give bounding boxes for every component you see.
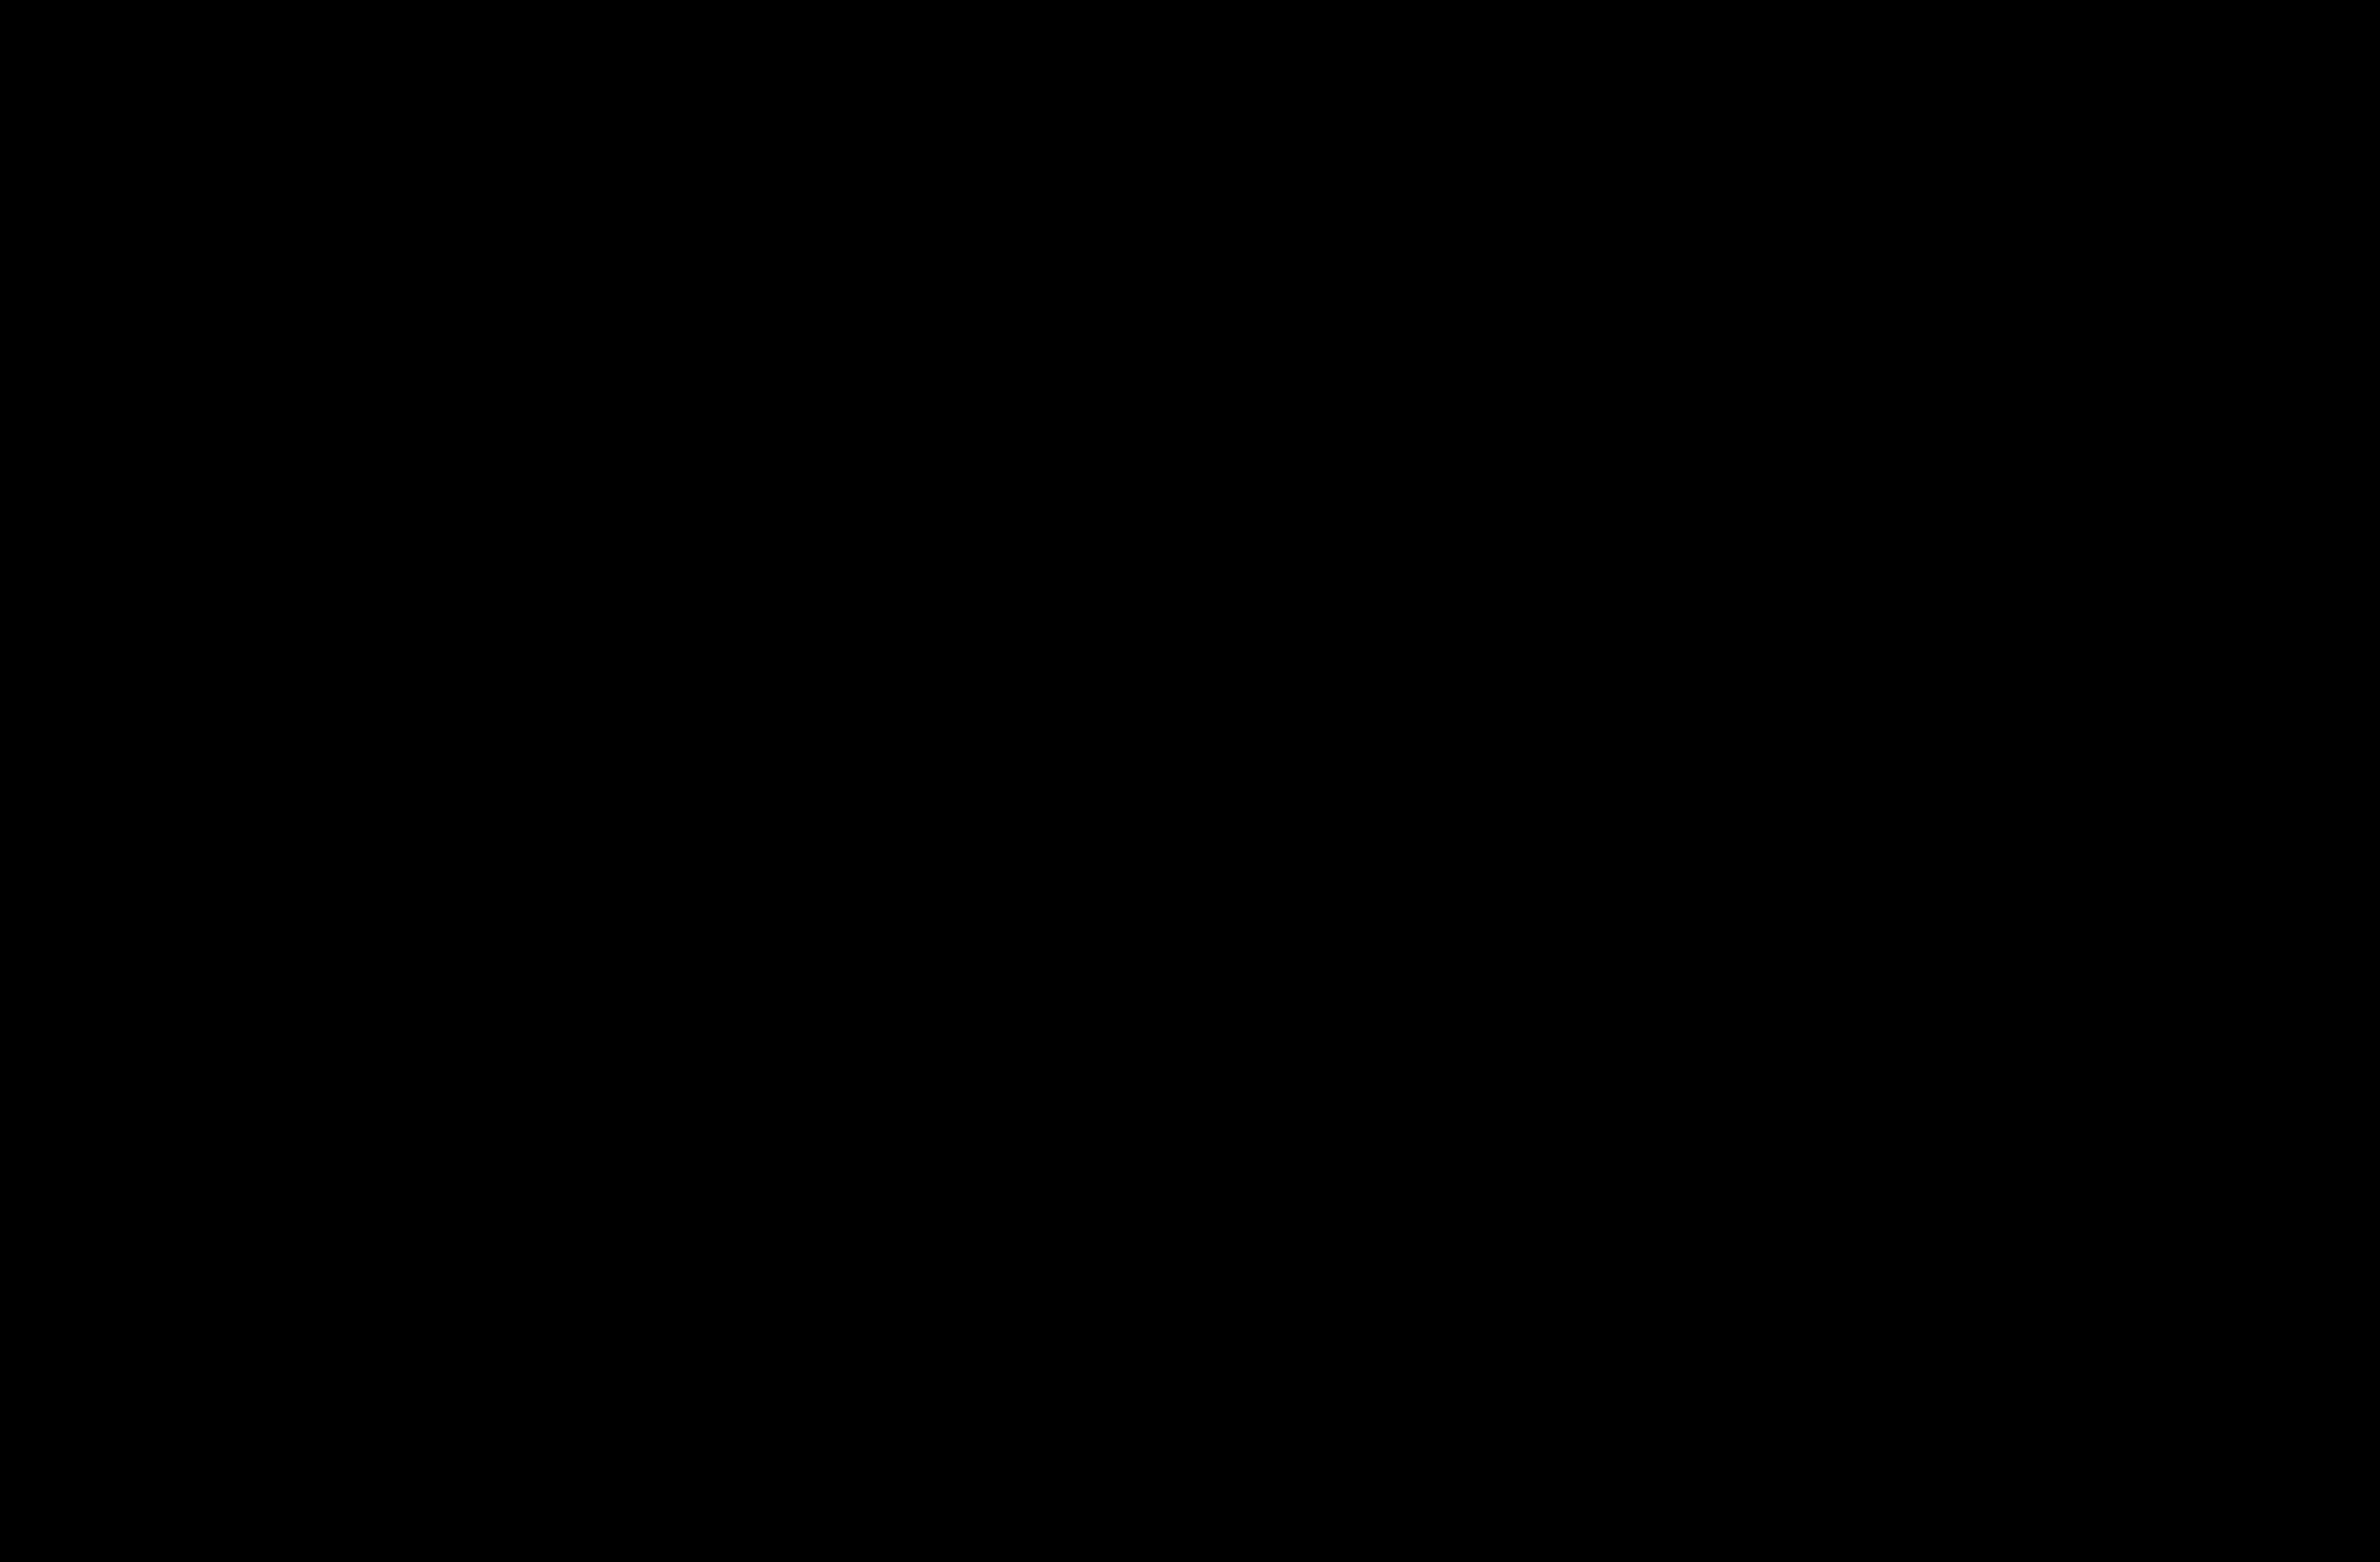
collaboration-diagram xyxy=(0,0,2380,1562)
edges-layer xyxy=(0,0,2380,1562)
